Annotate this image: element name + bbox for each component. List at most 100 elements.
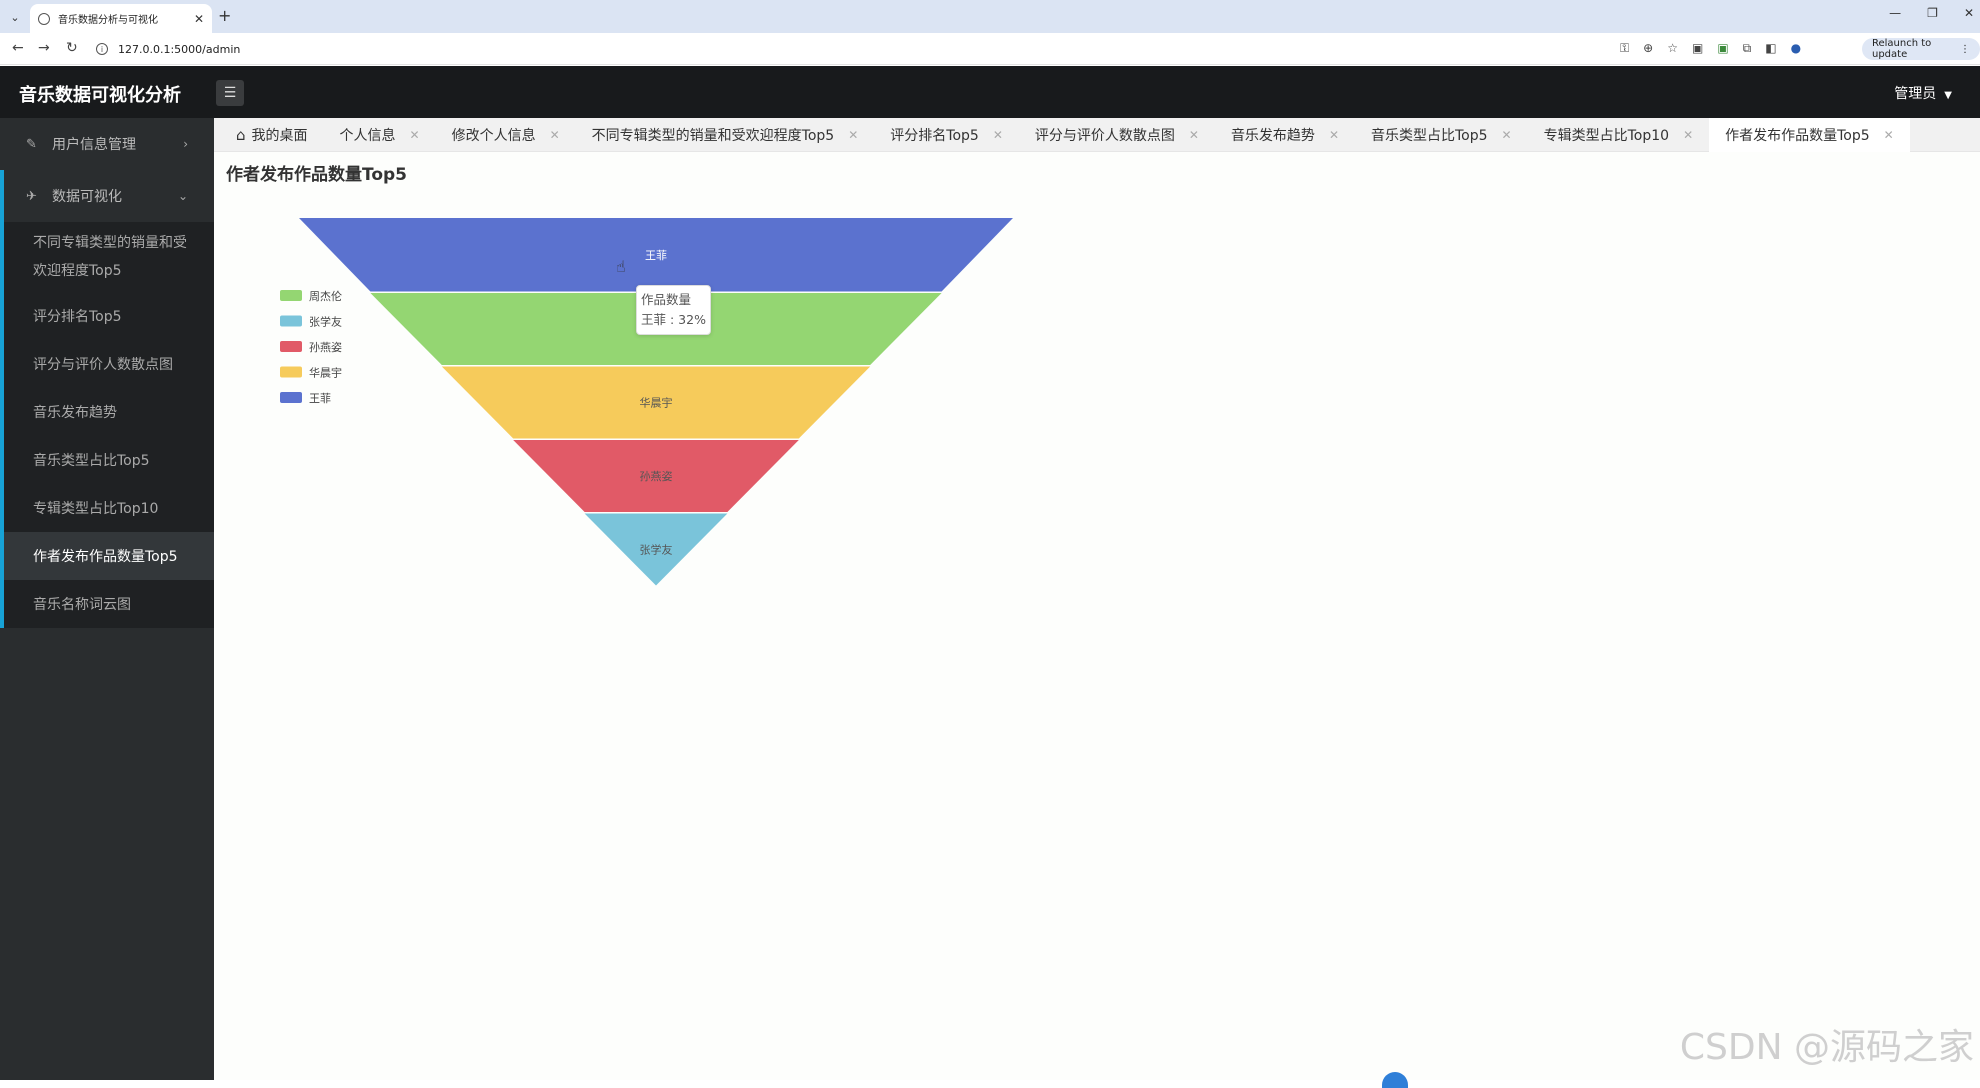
new-tab-icon[interactable]: + (218, 6, 231, 25)
sidebar-item-label: 评分与评价人数散点图 (33, 354, 173, 374)
sidebar-item-label: 音乐发布趋势 (33, 402, 117, 422)
legend-swatch[interactable] (280, 290, 302, 301)
tab-label: 我的桌面 (252, 125, 308, 145)
minimize-icon[interactable]: — (1889, 6, 1901, 20)
caret-down-icon: ▼ (1944, 90, 1952, 101)
close-icon[interactable]: ✕ (550, 128, 560, 142)
app-logo: 音乐数据可视化分析 (19, 81, 181, 107)
sidebar-item-author-works[interactable]: 作者发布作品数量Top5 (4, 532, 214, 580)
browser-tab[interactable]: 音乐数据分析与可视化 ✕ (30, 4, 212, 33)
tab-rating-rank[interactable]: 评分排名Top5 ✕ (874, 118, 1019, 152)
tab-search-icon[interactable]: ⌄ (4, 6, 26, 28)
tab-scatter[interactable]: 评分与评价人数散点图✕ (1019, 118, 1215, 152)
toolbar-icons: ⚿ ⊕ ☆ ▣ ▣ ⧉ ◧ ● (1620, 41, 1801, 56)
legend-label[interactable]: 华晨宇 (309, 366, 342, 380)
tab-album-sales[interactable]: 不同专辑类型的销量和受欢迎程度Top5 ✕ (576, 118, 875, 152)
send-icon: ✈ (26, 189, 40, 204)
chevron-down-icon: ⌄ (178, 189, 188, 203)
funnel-chart[interactable]: 王菲周杰伦华晨宇孙燕姿张学友周杰伦张学友孙燕姿华晨宇王菲☝ (214, 152, 1214, 612)
reload-icon[interactable]: ↻ (66, 40, 78, 56)
edit-icon: ✎ (26, 137, 40, 152)
close-icon[interactable]: ✕ (1329, 128, 1339, 142)
sidebar-submenu: 不同专辑类型的销量和受欢迎程度Top5 评分排名Top5 评分与评价人数散点图 … (0, 222, 214, 628)
watermark: CSDN @源码之家 (1680, 1018, 1974, 1070)
sidebar-item-label: 不同专辑类型的销量和受欢迎程度Top5 (33, 229, 200, 285)
globe-icon (38, 13, 50, 25)
close-icon[interactable]: ✕ (1502, 128, 1512, 142)
zoom-icon[interactable]: ⊕ (1643, 41, 1653, 56)
hand-cursor-icon: ☝ (616, 257, 626, 276)
legend-swatch[interactable] (280, 367, 302, 378)
puzzle-icon[interactable]: ⧉ (1743, 41, 1752, 56)
tab-album-type[interactable]: 专辑类型占比Top10 ✕ (1528, 118, 1710, 152)
sidebar-group-label: 用户信息管理 (52, 134, 136, 154)
tab-edit-profile[interactable]: 修改个人信息 ✕ (436, 118, 576, 152)
address-bar[interactable]: i 127.0.0.1:5000/admin (96, 38, 1616, 60)
legend-swatch[interactable] (280, 392, 302, 403)
close-icon[interactable]: ✕ (410, 128, 420, 142)
sidebar-group-user-management[interactable]: ✎ 用户信息管理 › (0, 118, 214, 170)
funnel-label: 张学友 (640, 543, 673, 557)
tooltip-value: 王菲 : 32% (641, 310, 706, 330)
sidebar-item-album-type[interactable]: 专辑类型占比Top10 (4, 484, 214, 532)
sidebar-item-scatter[interactable]: 评分与评价人数散点图 (4, 340, 214, 388)
tab-release-trend[interactable]: 音乐发布趋势 ✕ (1215, 118, 1355, 152)
sidebar-item-wordcloud[interactable]: 音乐名称词云图 (4, 580, 214, 628)
more-icon[interactable]: ⋮ (1960, 44, 1970, 55)
legend-label[interactable]: 张学友 (309, 315, 342, 329)
sidebar-item-album-sales[interactable]: 不同专辑类型的销量和受欢迎程度Top5 (4, 222, 214, 292)
sidebar: ✎ 用户信息管理 › ✈ 数据可视化 ⌄ 不同专辑类型的销量和受欢迎程度Top5… (0, 118, 214, 1080)
url-text[interactable]: 127.0.0.1:5000/admin (118, 43, 240, 56)
window-close-icon[interactable]: ✕ (1964, 6, 1974, 20)
sidebar-item-label: 评分排名Top5 (33, 306, 122, 326)
relaunch-button[interactable]: Relaunch to update ⋮ (1862, 38, 1980, 60)
key-icon[interactable]: ⚿ (1620, 41, 1629, 56)
browser-toolbar: ← → ↻ i 127.0.0.1:5000/admin ⚿ ⊕ ☆ ▣ ▣ ⧉… (0, 33, 1980, 65)
site-info-icon[interactable]: i (96, 43, 108, 55)
tooltip-series: 作品数量 (641, 290, 706, 310)
extension-green-icon[interactable]: ▣ (1717, 41, 1728, 56)
tab-label: 不同专辑类型的销量和受欢迎程度Top5 (592, 125, 835, 145)
chevron-right-icon: › (183, 137, 188, 151)
tab-desktop[interactable]: ⌂ 我的桌面 (220, 118, 324, 152)
tab-label: 专辑类型占比Top10 (1544, 125, 1669, 145)
legend-swatch[interactable] (280, 316, 302, 327)
close-icon[interactable]: ✕ (194, 12, 204, 26)
app-header: 音乐数据可视化分析 ☰ 管理员▼ (0, 66, 1980, 118)
sidebar-item-rating-rank[interactable]: 评分排名Top5 (4, 292, 214, 340)
user-menu[interactable]: 管理员▼ (1894, 83, 1952, 103)
tab-label: 修改个人信息 (452, 125, 536, 145)
menu-toggle-icon[interactable]: ☰ (216, 80, 244, 106)
funnel-label: 华晨宇 (640, 396, 673, 410)
sidepanel-icon[interactable]: ◧ (1765, 41, 1776, 56)
forward-icon[interactable]: → (38, 40, 50, 56)
sidebar-item-release-trend[interactable]: 音乐发布趋势 (4, 388, 214, 436)
close-icon[interactable]: ✕ (1683, 128, 1693, 142)
tab-profile[interactable]: 个人信息✕ (324, 118, 436, 152)
close-icon[interactable]: ✕ (1884, 128, 1894, 142)
legend-swatch[interactable] (280, 341, 302, 352)
close-icon[interactable]: ✕ (848, 128, 858, 142)
sidebar-group-visualization[interactable]: ✈ 数据可视化 ⌄ (0, 170, 214, 222)
funnel-label: 王菲 (645, 249, 667, 262)
close-icon[interactable]: ✕ (993, 128, 1003, 142)
tab-author-works[interactable]: 作者发布作品数量Top5✕ (1709, 118, 1910, 152)
tab-label: 评分排名Top5 (890, 125, 979, 145)
legend-label[interactable]: 孙燕姿 (309, 341, 342, 354)
tab-label: 音乐发布趋势 (1231, 125, 1315, 145)
profile-icon[interactable]: ● (1791, 41, 1801, 56)
tab-music-type[interactable]: 音乐类型占比Top5✕ (1355, 118, 1528, 152)
sidebar-item-label: 音乐名称词云图 (33, 594, 131, 614)
legend-label[interactable]: 王菲 (309, 392, 331, 405)
home-icon: ⌂ (236, 126, 246, 144)
sidebar-item-label: 音乐类型占比Top5 (33, 450, 150, 470)
extension-icon[interactable]: ▣ (1692, 41, 1703, 56)
sidebar-item-music-type[interactable]: 音乐类型占比Top5 (4, 436, 214, 484)
legend-label[interactable]: 周杰伦 (309, 289, 342, 303)
back-icon[interactable]: ← (12, 40, 24, 56)
restore-icon[interactable]: ❐ (1927, 6, 1938, 20)
close-icon[interactable]: ✕ (1189, 128, 1199, 142)
star-icon[interactable]: ☆ (1667, 41, 1678, 56)
sidebar-group-label: 数据可视化 (52, 186, 122, 206)
sidebar-item-label: 专辑类型占比Top10 (33, 498, 158, 518)
